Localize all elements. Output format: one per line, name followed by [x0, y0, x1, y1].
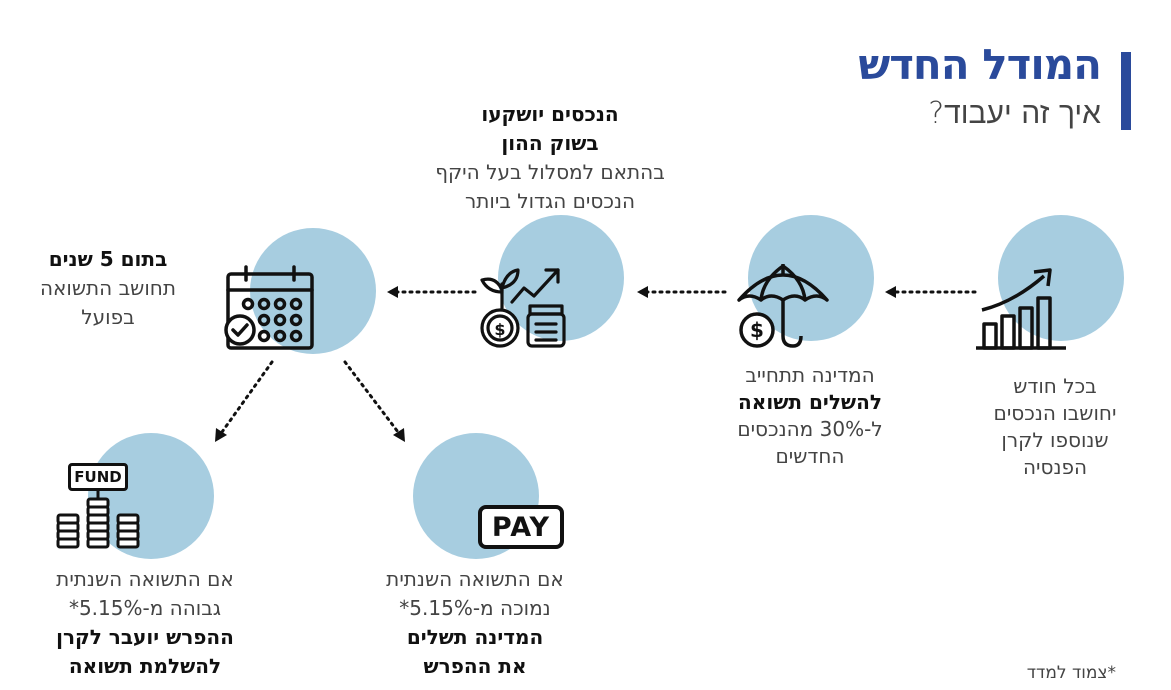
- arrow-five-years-to-low: [343, 360, 400, 434]
- page-subtitle: איך זה יעבוד?: [928, 96, 1101, 131]
- umbrella-dollar-icon: $: [737, 264, 829, 348]
- coin-stacks: [56, 489, 140, 549]
- arrow-five-years-to-high: [220, 360, 274, 434]
- pay-icon: PAY: [478, 505, 564, 549]
- fund-label: FUND: [74, 468, 122, 486]
- arrowhead-3: [387, 286, 398, 298]
- arrowhead-1: [885, 286, 896, 298]
- svg-text:$: $: [750, 318, 764, 342]
- step-low-text: אם התשואה השנתית נמוכה מ-5.15%* המדינה ת…: [386, 567, 564, 678]
- page-title: המודל החדש: [858, 40, 1102, 89]
- arrowhead-5: [393, 428, 405, 442]
- title-accent-bar: [1121, 52, 1131, 130]
- fund-coins-icon: FUND: [52, 463, 146, 553]
- step-high-text: אם התשואה השנתית גבוהה מ-5.15%* ההפרש יו…: [56, 567, 234, 678]
- arrowhead-4: [215, 428, 227, 442]
- chart-growth-icon: [976, 268, 1066, 350]
- step-invest-text: הנכסים יושקעו בשוק ההון בהתאם למסלול בעל…: [435, 102, 665, 213]
- step-state-text: המדינה תתחייב להשלים תשואה ל-30% מהנכסים…: [737, 363, 883, 468]
- plant-coins-icon: $: [480, 268, 566, 348]
- pay-label: PAY: [491, 511, 551, 543]
- svg-text:$: $: [494, 320, 505, 339]
- footnote: *צמוד למדד: [1026, 663, 1116, 683]
- calendar-check-icon: [224, 265, 314, 350]
- step-monthly-text: בכל חודש יחושבו הנכסים שנוספו לקרן הפנסי…: [993, 374, 1117, 479]
- fund-sign: FUND: [68, 463, 128, 491]
- circle-invest: [498, 215, 624, 341]
- arrowhead-2: [637, 286, 648, 298]
- step-five-years-text: בתום 5 שנים תחושב התשואה בפועל: [39, 247, 176, 329]
